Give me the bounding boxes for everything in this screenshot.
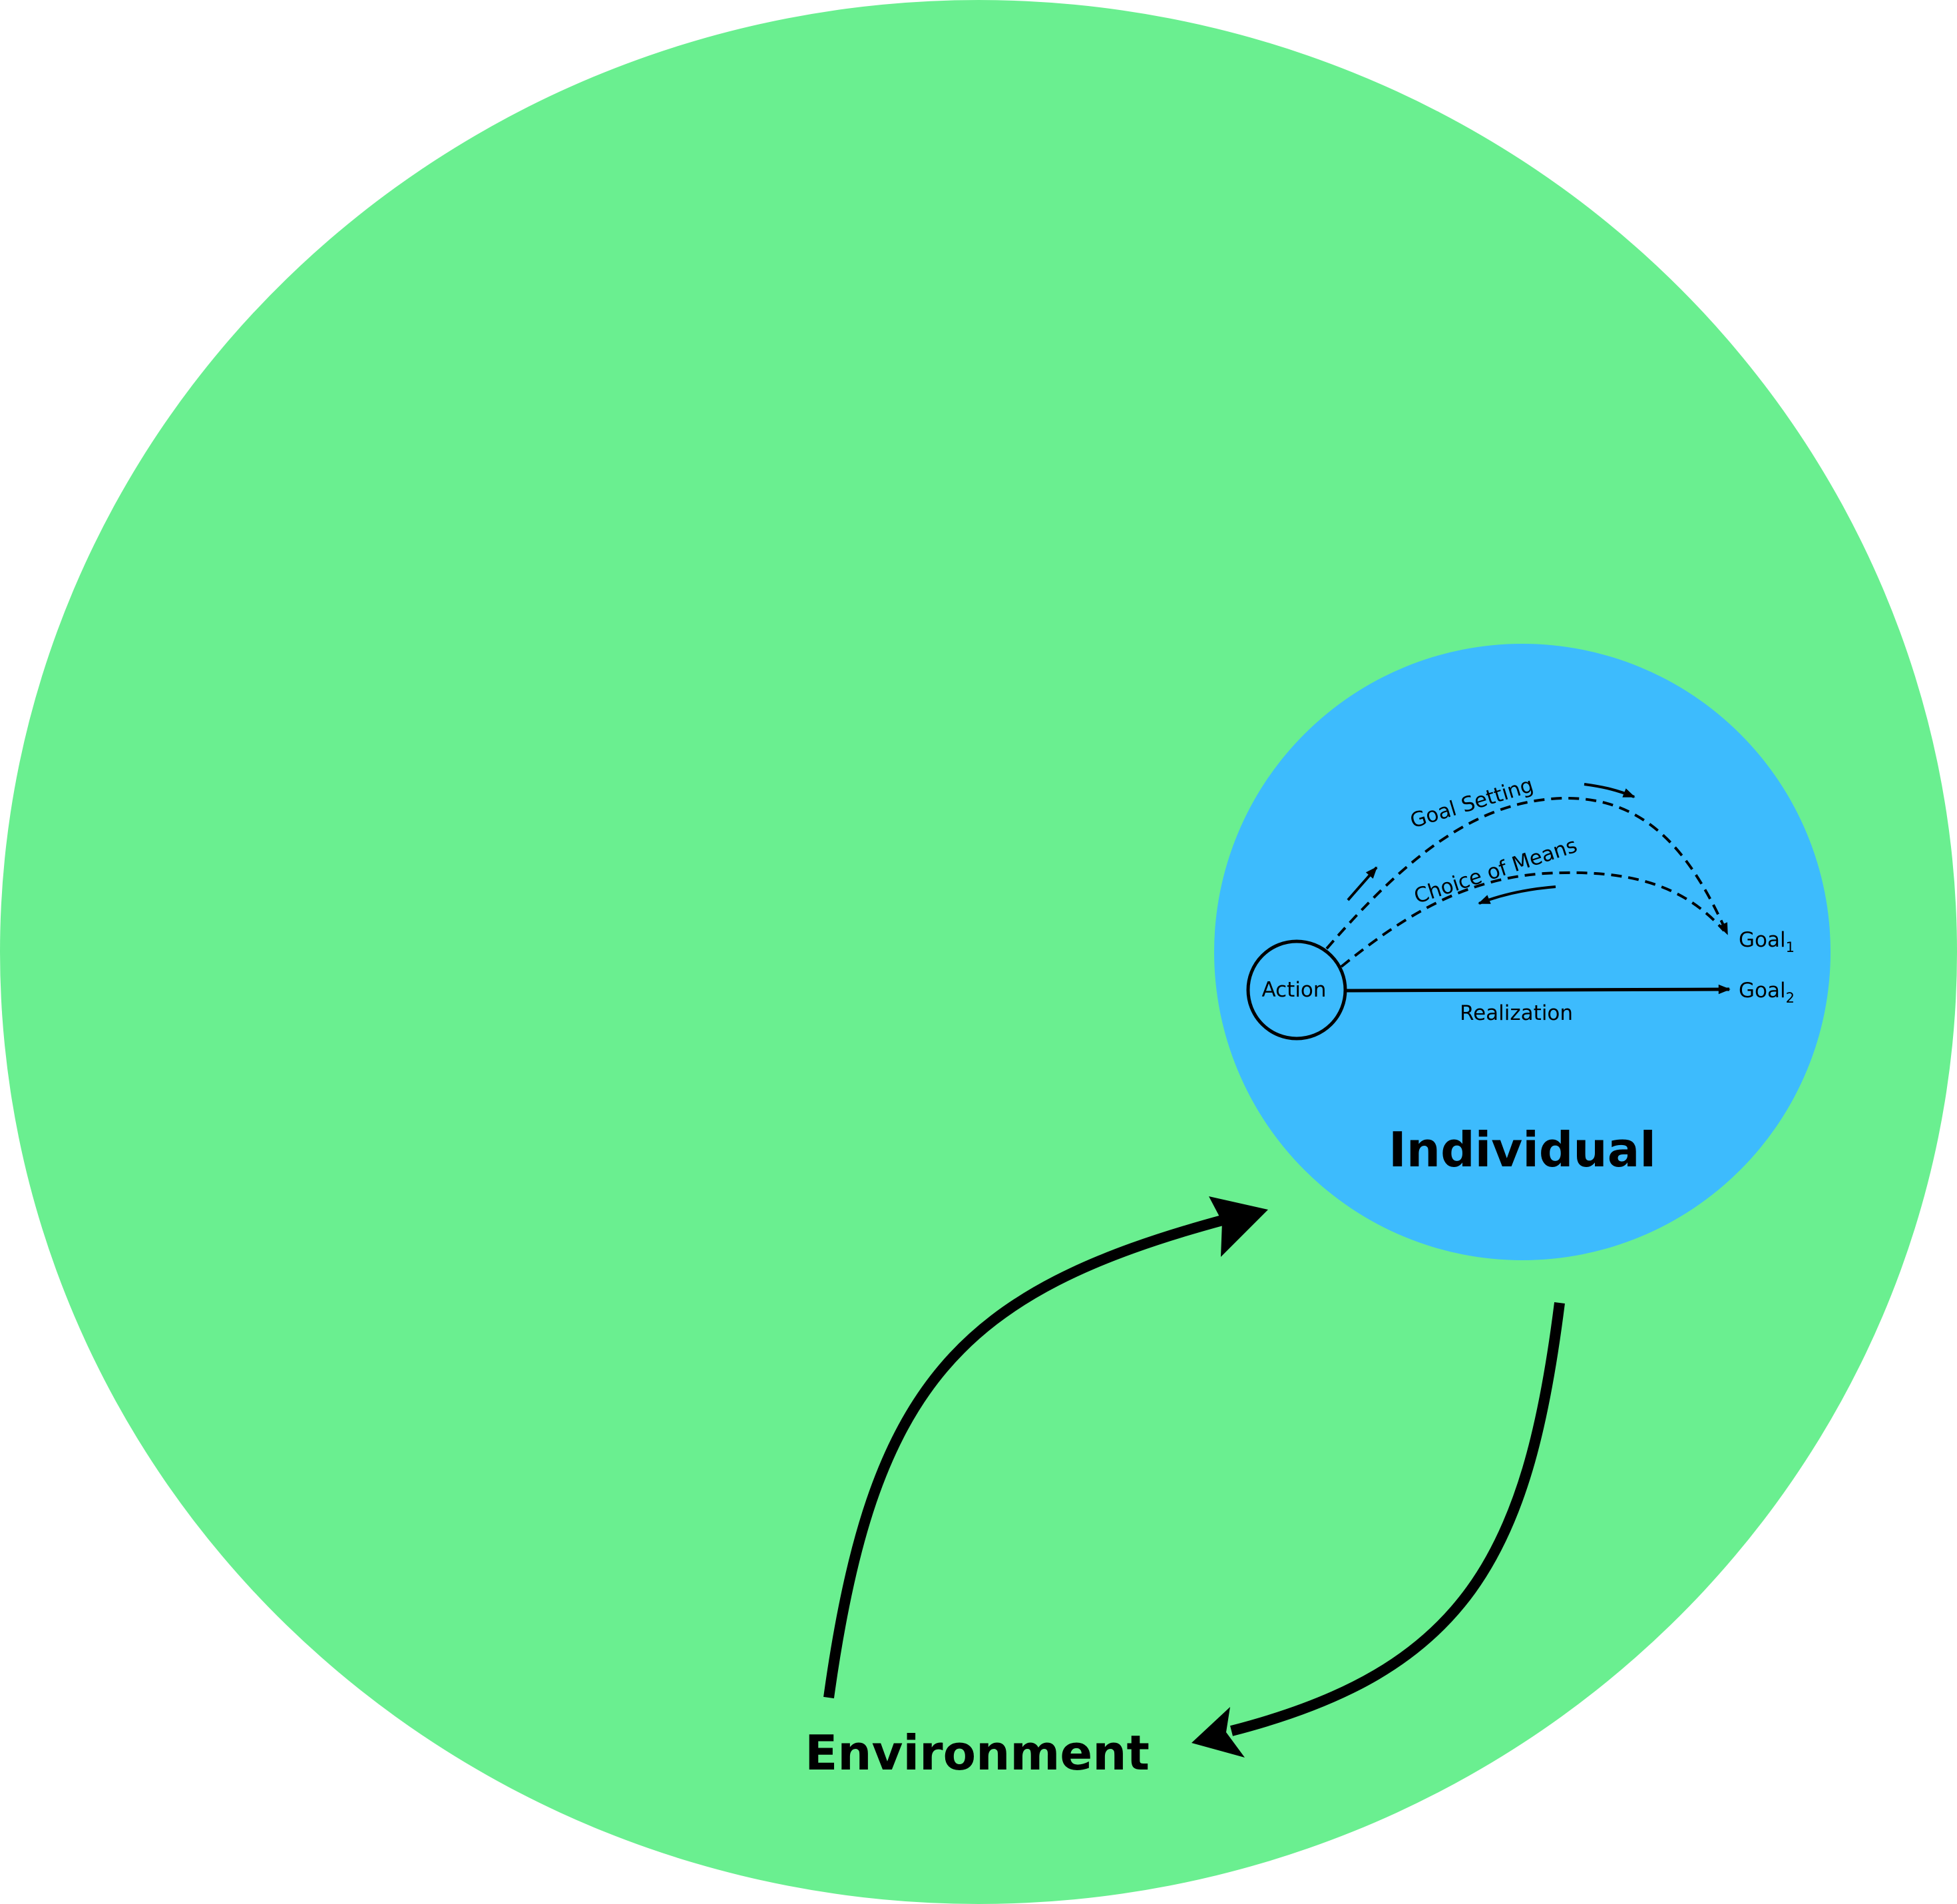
environment-to-individual-arrow: [823, 1214, 1227, 1699]
goal2-text: Goal: [1739, 979, 1786, 1003]
environment-label: Environment: [805, 1725, 1150, 1781]
individual-label: Individual: [1389, 1122, 1656, 1178]
goal2-subscript: 2: [1786, 990, 1795, 1006]
goal1-text: Goal: [1739, 928, 1786, 952]
goal2-label: Goal2: [1739, 979, 1795, 1006]
goal-setting-forward-arrow: [1584, 783, 1635, 798]
goal-setting-direction-arrow: [1347, 866, 1378, 901]
goal1-label: Goal1: [1739, 928, 1795, 955]
goal-setting-arc: [1325, 796, 1729, 950]
realization-arrow: [1345, 984, 1731, 995]
realization-label: Realization: [1460, 1001, 1573, 1025]
goal1-subscript: 1: [1786, 939, 1795, 955]
individual-to-environment-arrow: [1230, 1302, 1565, 1736]
choice-of-means-arc: [1340, 871, 1725, 968]
action-label: Action: [1261, 978, 1326, 1002]
individual-circle: [1214, 644, 1831, 1260]
choice-of-means-return-arrow: [1478, 885, 1556, 905]
environment-to-individual-arrowhead: [1209, 1196, 1268, 1257]
individual-to-environment-arrowhead: [1192, 1707, 1245, 1758]
